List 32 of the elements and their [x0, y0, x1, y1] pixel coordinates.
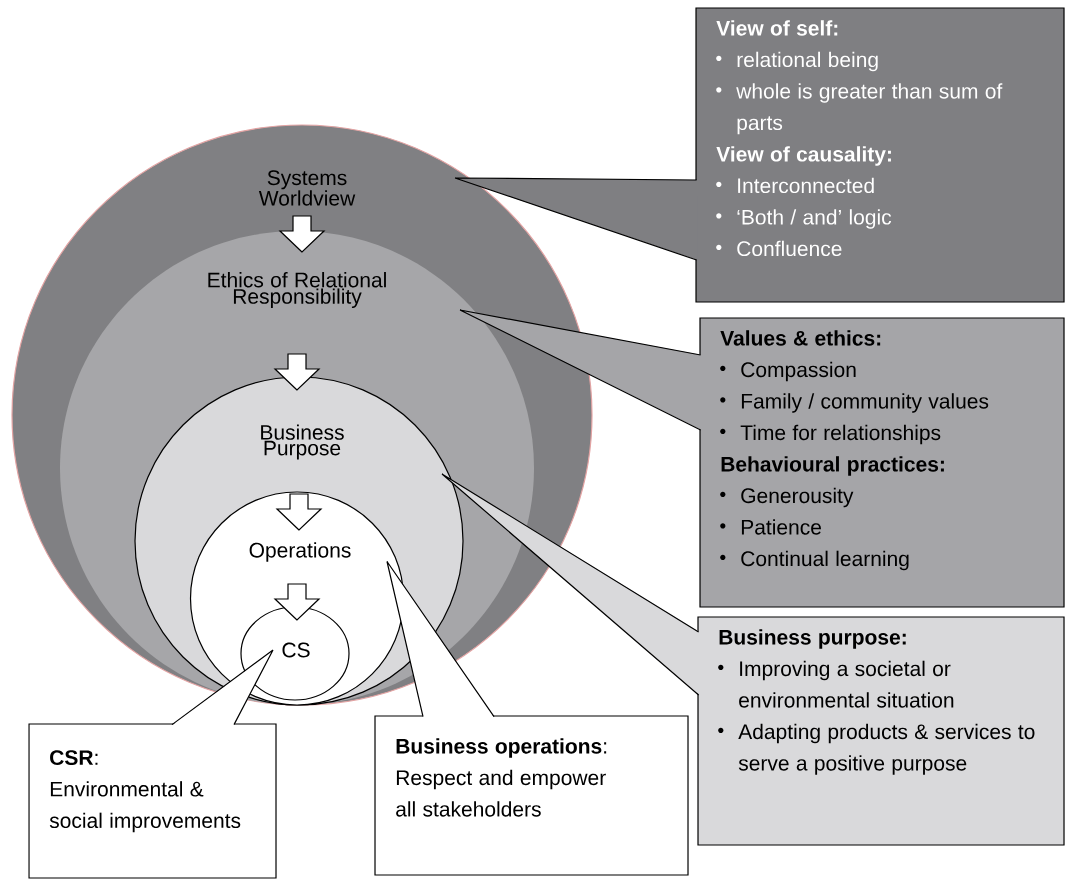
- bullet-item: Compassion: [720, 361, 856, 382]
- callout-heading: CSR:: [50, 750, 98, 766]
- callout-heading: View of causality:: [716, 146, 891, 166]
- bullet-item: ‘Both / and’ logic: [716, 209, 892, 229]
- bullet-item: Continual learning: [720, 550, 909, 571]
- callout-heading: Behavioural practices:: [721, 456, 944, 476]
- circle-label: CS: [282, 642, 310, 658]
- circle-label: Operations: [249, 542, 351, 562]
- bullet-item: whole is greater than sum of parts: [716, 83, 1003, 135]
- bullet-item: relational being: [716, 51, 878, 72]
- callout-pointer: [441, 473, 700, 696]
- bullet-item: Family / community values: [720, 393, 989, 413]
- bullet-item: Adapting products & services to serve a positive purpose: [718, 723, 1035, 775]
- callout-heading: Business operations:: [396, 738, 607, 758]
- callout-pointer: [454, 177, 698, 261]
- callout-pointer: [171, 649, 274, 726]
- bullet-item: Generousity: [720, 487, 854, 508]
- circle-label: Systems Worldview: [258, 170, 356, 206]
- callout-heading: Business purpose:: [719, 629, 906, 649]
- bullet-item: Interconnected: [716, 177, 874, 194]
- callout-pointer: [386, 560, 495, 718]
- callout-heading: View of self:: [716, 20, 838, 36]
- bullet-item: Patience: [720, 519, 821, 535]
- circle-label: Business Purpose: [261, 424, 344, 460]
- callout-pointer: [459, 309, 702, 431]
- callout-heading: Values & ethics:: [720, 330, 881, 346]
- bullet-item: Improving a societal or environmental situation: [718, 660, 954, 708]
- callout-text: Respect and empower all stakeholders: [396, 769, 606, 817]
- callout-text: Environmental & social improvements: [49, 781, 241, 833]
- bullet-item: Time for relationships: [720, 424, 941, 445]
- circle-label: Ethics of Relational Responsibility: [208, 272, 386, 308]
- bullet-item: Confluence: [716, 240, 842, 257]
